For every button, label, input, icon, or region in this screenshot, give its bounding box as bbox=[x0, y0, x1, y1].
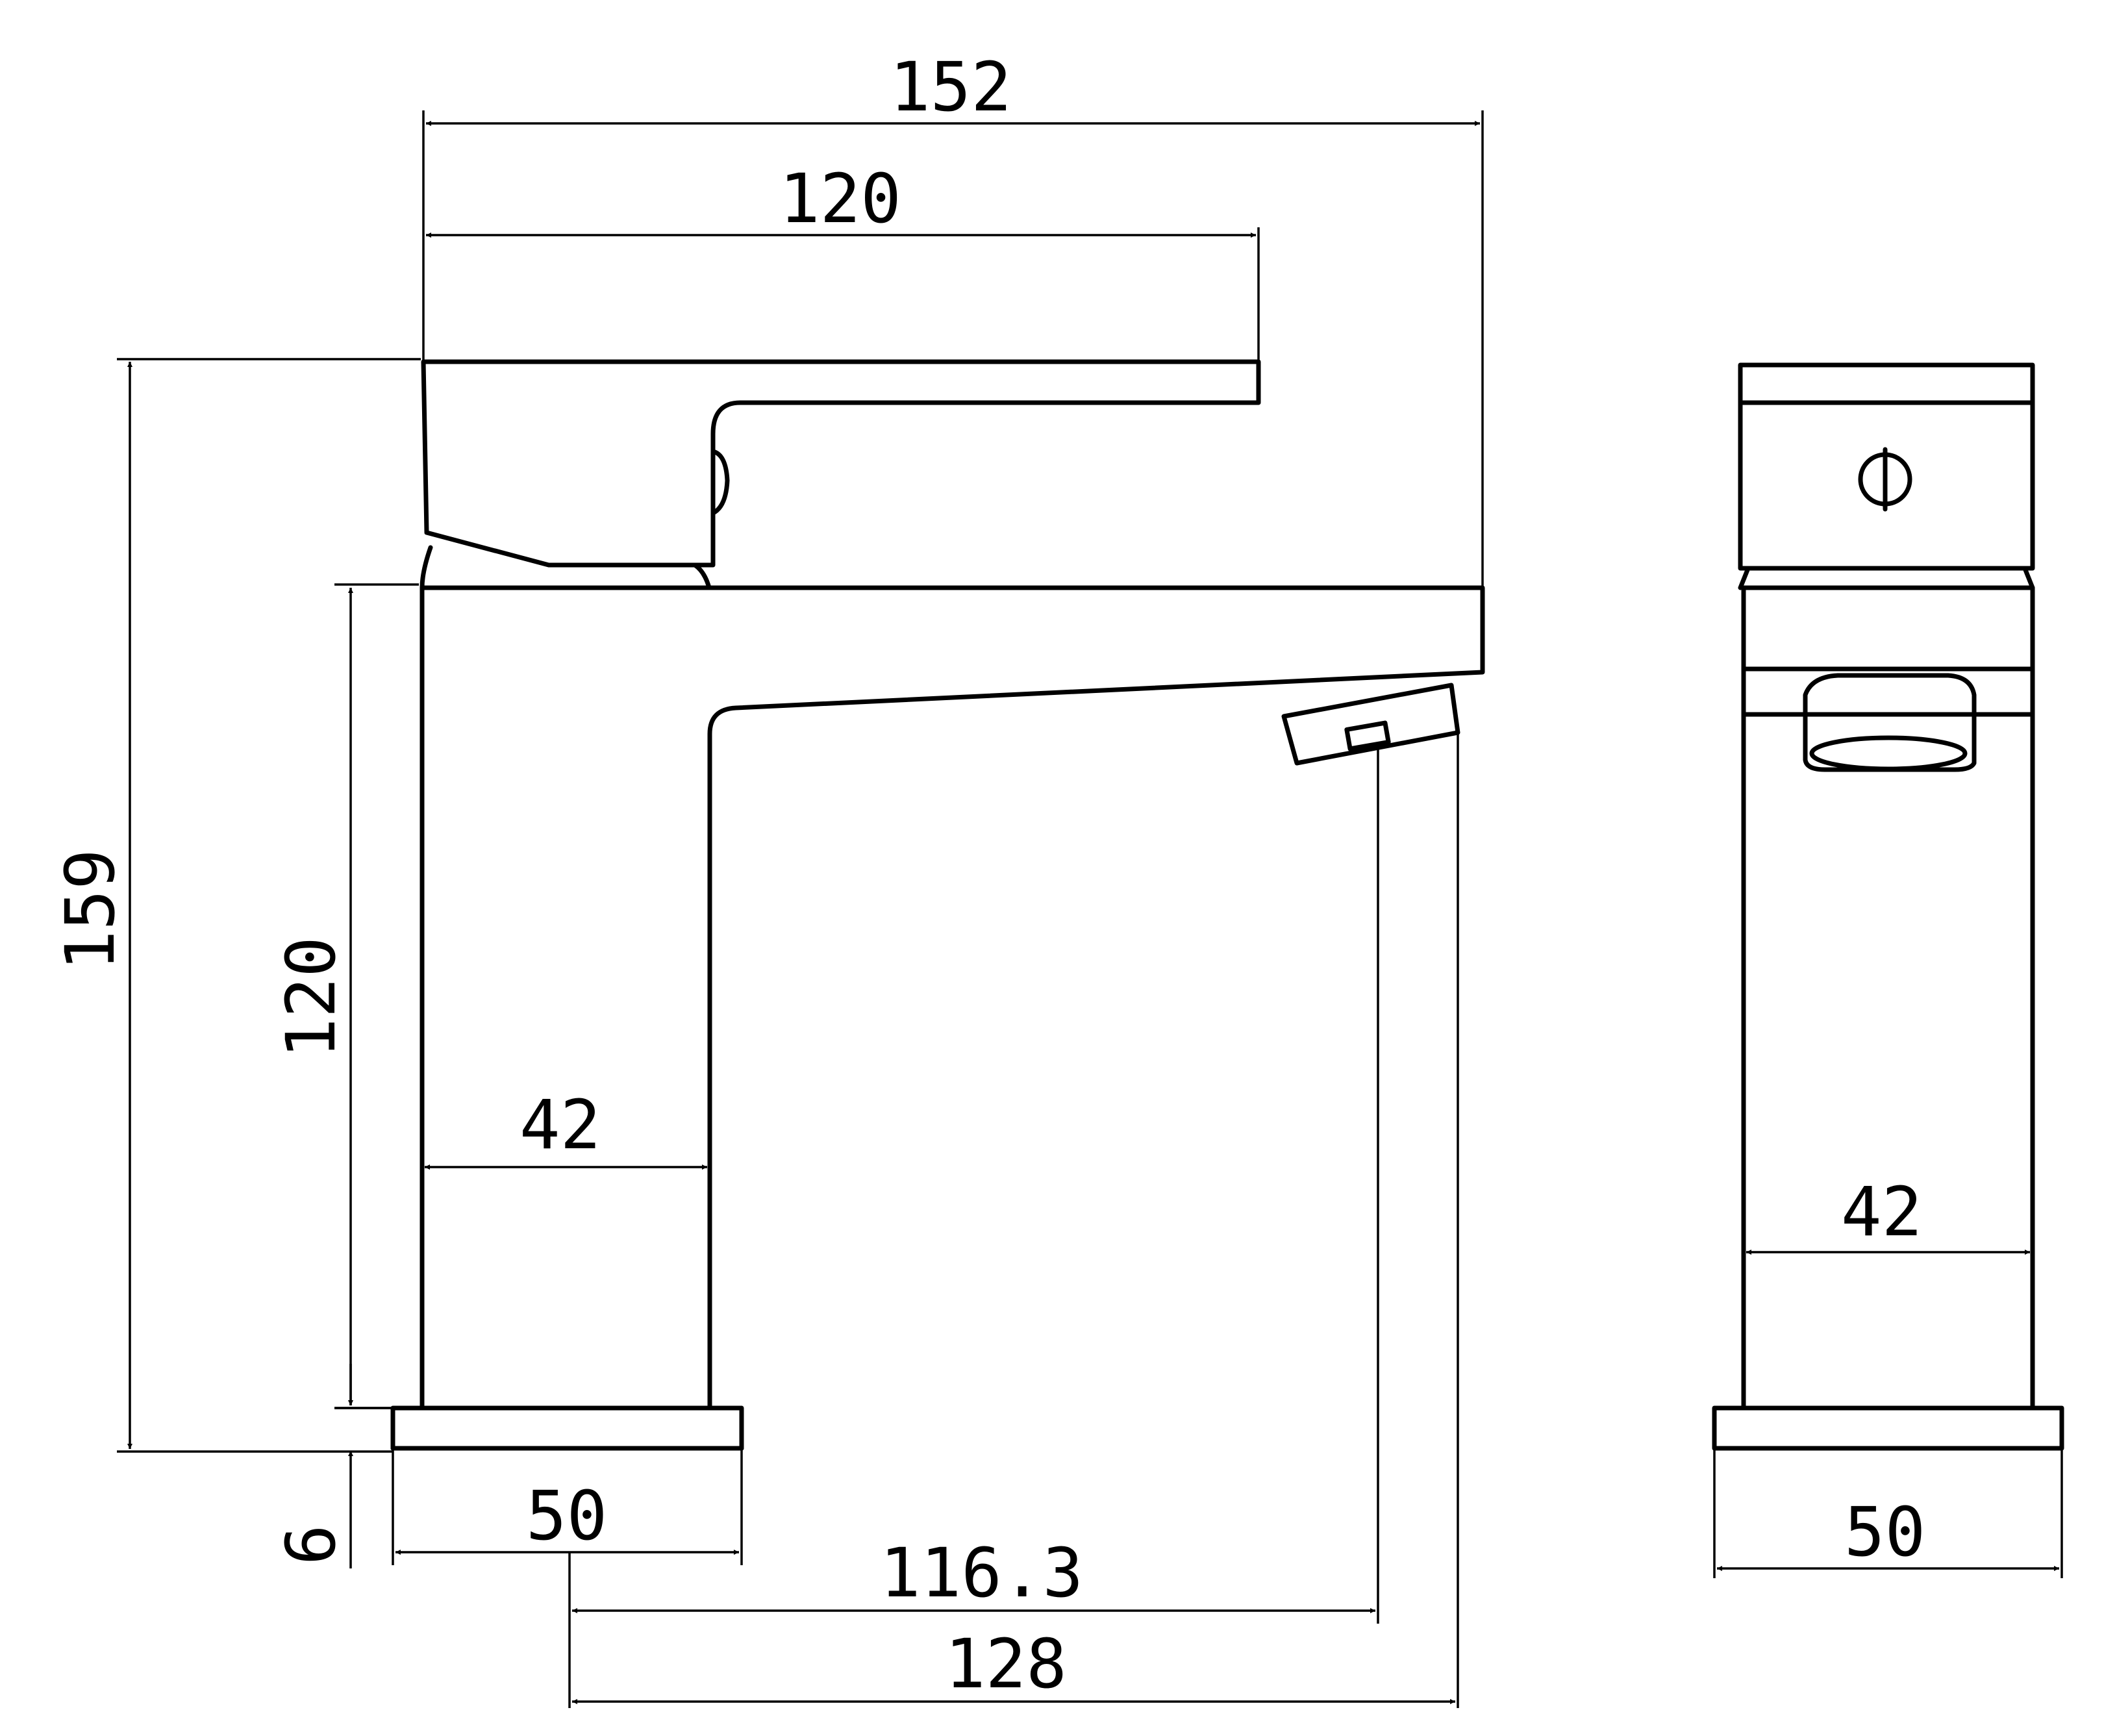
aerator bbox=[1281, 683, 1460, 766]
dim-overall-height: 159 bbox=[51, 358, 421, 1453]
dim-spout-to-center: 116.3 bbox=[568, 747, 1379, 1708]
front-lever-block bbox=[1738, 362, 2035, 571]
dim-handle-length-label: 120 bbox=[779, 159, 901, 238]
handle-collar bbox=[420, 545, 712, 590]
dim-center-to-front-label: 128 bbox=[945, 1624, 1067, 1704]
dim-overall-length: 152 bbox=[422, 47, 1484, 672]
front-aerator bbox=[1803, 673, 1977, 772]
dim-front-body-width: 42 bbox=[1746, 1172, 2030, 1255]
dim-front-base-width-label: 50 bbox=[1844, 1492, 1925, 1572]
dim-base-height: 6 bbox=[271, 1364, 393, 1568]
dim-center-to-front: 128 bbox=[572, 734, 1459, 1708]
front-view: 42 50 bbox=[1712, 362, 2064, 1578]
side-view: 152 120 159 120 42 bbox=[51, 47, 1485, 1708]
base-plate bbox=[390, 1405, 744, 1451]
dim-front-base-width: 50 bbox=[1713, 1448, 2063, 1578]
dim-front-body-width-label: 42 bbox=[1841, 1172, 1922, 1252]
front-body bbox=[1741, 585, 2035, 1411]
dim-overall-height-label: 159 bbox=[51, 849, 130, 971]
dim-spout-to-center-label: 116.3 bbox=[880, 1533, 1083, 1613]
dim-body-width: 42 bbox=[425, 1085, 707, 1170]
dim-overall-length-label: 152 bbox=[890, 47, 1012, 127]
front-base-plate bbox=[1712, 1405, 2064, 1451]
tap-body bbox=[420, 585, 1485, 1411]
front-collar bbox=[1738, 566, 2035, 590]
handle-knob bbox=[710, 449, 730, 516]
dim-base-height-label: 6 bbox=[271, 1524, 351, 1565]
dim-base-width: 50 bbox=[392, 1448, 743, 1565]
dim-handle-length: 120 bbox=[426, 159, 1260, 362]
dim-body-height: 120 bbox=[271, 583, 419, 1409]
lever-handle bbox=[421, 359, 1261, 568]
dim-base-width-label: 50 bbox=[526, 1476, 607, 1555]
dim-body-width-label: 42 bbox=[520, 1085, 601, 1164]
aerator-insert bbox=[1344, 720, 1391, 751]
dim-body-height-label: 120 bbox=[271, 937, 351, 1059]
